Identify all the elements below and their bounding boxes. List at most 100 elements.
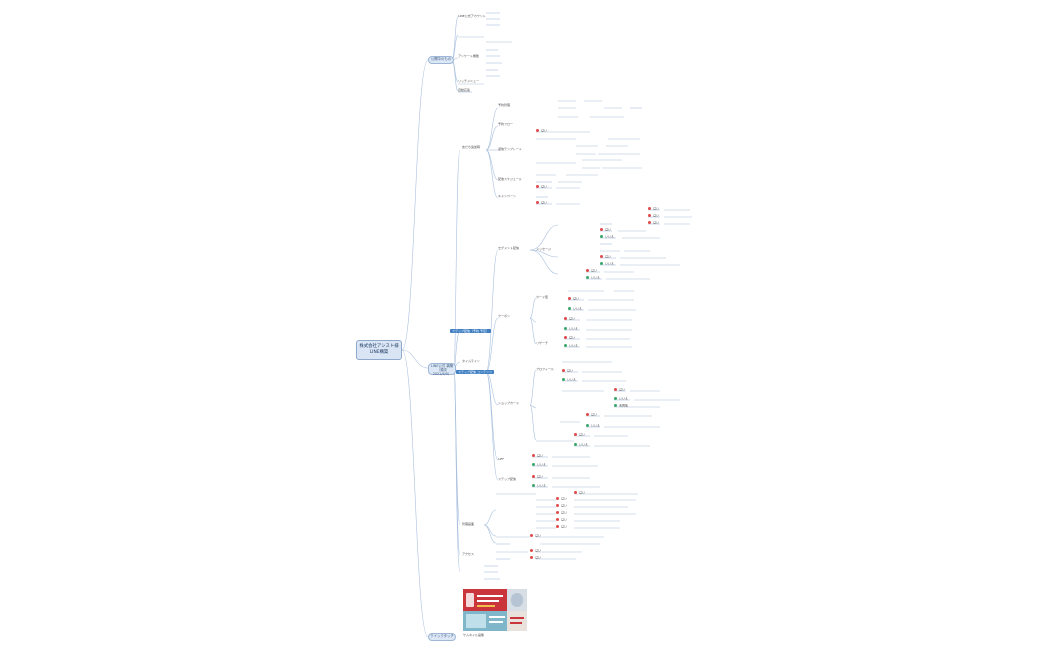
red-dot-icon [564,317,567,320]
node-line-official[interactable]: LINE公式アカウント [458,14,486,18]
red-dot-icon [648,221,651,224]
red-dot-icon [532,475,535,478]
node-message[interactable]: メッセージ [536,247,551,251]
green-dot-icon [586,424,589,427]
node-schedule[interactable]: 配信スケジュール [498,177,522,181]
marker-yes-7: はい [648,221,659,225]
text-graphic [477,605,495,607]
marker-no-10: いいえ [574,443,588,447]
node-card-type[interactable]: カード型 [536,295,549,299]
marker-yes-25: はい [530,534,541,538]
red-dot-icon [600,255,603,258]
green-dot-icon [600,235,603,238]
red-dot-icon [556,511,559,514]
branch-published[interactable]: 公開中のもの [428,56,454,64]
red-dot-icon [556,497,559,500]
marker-yes-19: はい [574,491,585,495]
marker-yes-2: はい [536,185,547,189]
node-timeline[interactable]: タイムライン [462,359,480,363]
root-node[interactable]: 株式会社アシスト様 LINE構築 [356,340,402,360]
green-dot-icon [532,484,535,487]
marker-no-12: いいえ [532,484,546,488]
thumbnail-image-4[interactable] [507,611,527,631]
green-dot-icon [568,307,571,310]
green-dot-icon [600,262,603,265]
marker-no-9: いいえ [586,424,600,428]
thumbnail-image-1[interactable] [463,589,507,611]
marker-unanswered-1: 未回答 [614,404,628,408]
node-campaign[interactable]: キャンペーン [498,194,516,198]
marker-yes-22: はい [556,511,567,515]
green-dot-icon [562,378,565,381]
marker-yes-8: はい [600,255,611,259]
thumbnail-image-3[interactable] [463,611,507,631]
marker-no-4: いいえ [568,307,582,311]
node-shop-card[interactable]: ショップカード [498,401,520,405]
thumbnail-grid[interactable] [463,589,527,631]
red-dot-icon [562,369,565,372]
marker-yes-5: はい [648,207,659,211]
marker-yes-9: はい [586,269,597,273]
node-friend-add[interactable]: 友だち追加時 [462,145,481,149]
node-admin[interactable]: 管理画面 [462,522,475,526]
text-graphic [510,617,524,619]
node-reservation[interactable]: 予約管理 [498,103,511,107]
marker-yes-6: はい [648,214,659,218]
thumbnail-image-2[interactable] [507,589,527,611]
red-dot-icon [536,185,539,188]
red-dot-icon [600,228,603,231]
phone-graphic [466,593,474,607]
green-dot-icon [532,463,535,466]
text-graphic [510,622,522,624]
red-dot-icon [574,433,577,436]
marker-yes-11: はい [564,317,575,321]
marker-yes-18: はい [532,475,543,479]
node-survey[interactable]: アンケート機能 [458,54,479,58]
marker-yes-23: はい [556,518,567,522]
marker-yes-21: はい [556,504,567,508]
node-step[interactable]: ステップ配信 [498,477,517,481]
root-title-line2: LINE構築 [369,349,389,355]
marker-yes-15: はい [586,413,597,417]
node-rich-menu[interactable]: リッチメニュー [458,79,480,83]
red-dot-icon [648,207,651,210]
node-profile[interactable]: プロフィール [536,367,554,371]
node-coupon[interactable]: クーポン [498,314,511,318]
person-graphic [511,593,523,607]
marker-yes-12: はい [564,336,575,340]
node-research[interactable]: リサーチ [536,341,549,345]
red-dot-icon [648,214,651,217]
node-auto-reply[interactable]: 自動応答 [458,88,471,92]
marker-no-2: いいえ [600,262,614,266]
text-graphic [489,616,505,618]
branch-quick-touch[interactable]: クイックタッチ [428,633,456,641]
marker-no-7: いいえ [562,378,576,382]
branch-line-build[interactable]: LINE公式 構築（順次 2021/4/5） [428,363,456,376]
marker-yes-1: はい [536,129,547,133]
red-dot-icon [556,518,559,521]
marker-no-1: いいえ [600,235,614,239]
node-reply-template[interactable]: 返信テンプレート [498,147,522,151]
red-dot-icon [532,454,535,457]
marker-yes-27: はい [530,556,541,560]
red-dot-icon [536,201,539,204]
tag-template-delivery[interactable]: ステップ配信 コンテンツ [456,370,494,374]
photo-graphic [466,614,486,628]
red-dot-icon [530,549,533,552]
marker-yes-24: はい [556,525,567,529]
node-segment[interactable]: セグメント配信 [498,246,520,250]
text-graphic [477,595,503,597]
marker-no-5: いいえ [564,327,578,331]
red-dot-icon [536,129,539,132]
marker-no-6: いいえ [564,344,578,348]
node-reservation-flow[interactable]: 予約フロー [498,122,514,126]
marker-yes-13: はい [562,369,573,373]
marker-yes-14: はい [614,388,625,392]
green-dot-icon [586,276,589,279]
tag-step-delivery[interactable]: ステップ配信（予約 予定） [450,329,491,333]
red-dot-icon [614,388,617,391]
node-access[interactable]: アクセス [462,552,474,556]
node-liff[interactable]: LIFF [498,457,505,461]
marker-yes-17: はい [532,454,543,458]
red-dot-icon [586,413,589,416]
